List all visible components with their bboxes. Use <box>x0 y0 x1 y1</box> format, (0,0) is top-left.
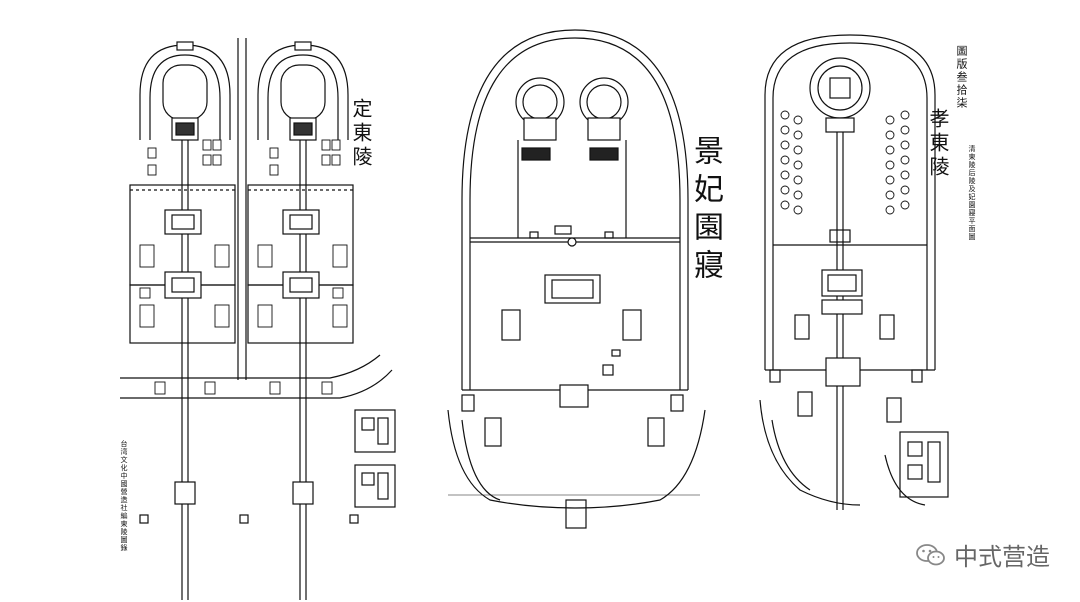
right-tomb-complex <box>759 34 949 510</box>
plate-caption: 清東陵后陵及妃園寢平面圖 <box>968 145 976 241</box>
left-tomb-title: 定東陵 <box>349 98 373 170</box>
left-tomb-b-mound <box>257 41 349 141</box>
left-tomb-a-mound <box>139 41 231 141</box>
source-note: 台湾文化中國營造社編東陵圖錄 <box>120 440 128 552</box>
watermark: 中式营造 <box>916 537 1050 572</box>
left-tomb-complex <box>120 38 396 600</box>
watermark-text: 中式营造 <box>954 543 1050 571</box>
center-tomb-title: 景妃園寢 <box>688 135 723 287</box>
plate-number: 圖版叁拾柒 <box>955 45 968 110</box>
center-tomb-complex <box>447 29 706 529</box>
right-tomb-title: 孝東陵 <box>926 108 950 180</box>
wechat-icon <box>916 543 945 565</box>
